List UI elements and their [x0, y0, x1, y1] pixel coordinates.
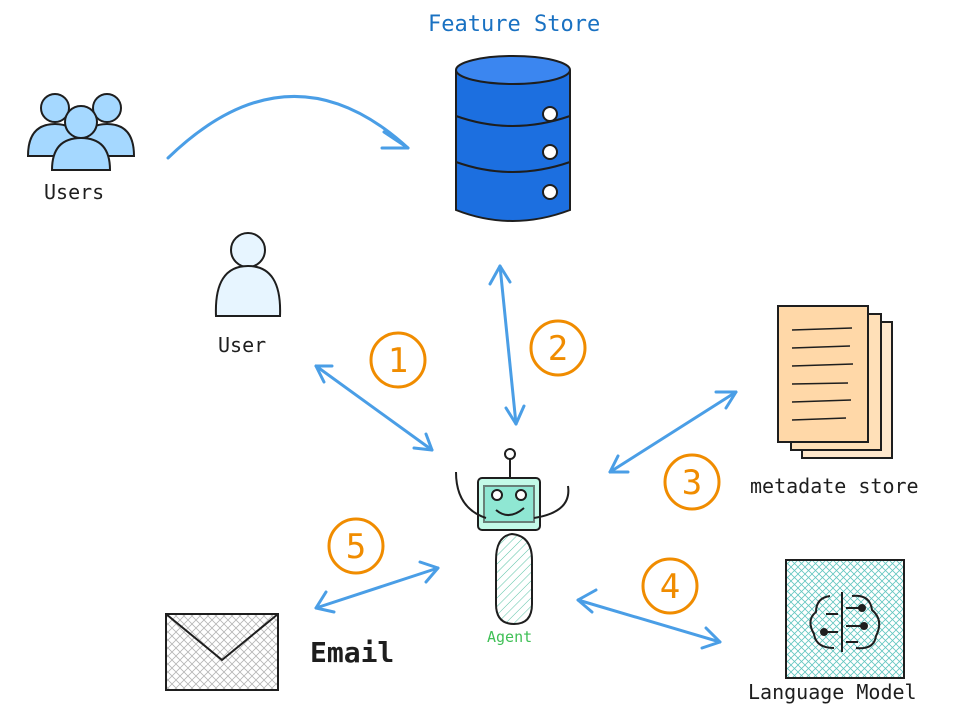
arrow-metadata-agent-head-agent: [608, 454, 630, 474]
arrow-email-agent-head-email: [314, 590, 336, 614]
step-number: 4: [660, 567, 680, 607]
feature-store-label: Feature Store: [428, 12, 601, 37]
step-number: 1: [388, 341, 408, 381]
arrow-email-agent: [314, 566, 440, 610]
step-marker-5: 5: [327, 517, 385, 575]
arrow-user-agent-head-agent: [412, 432, 434, 452]
arrow-llm-agent-head-llm: [700, 626, 722, 650]
step-marker-2: 2: [529, 319, 587, 377]
step-number: 3: [682, 463, 702, 503]
robot-icon: [455, 448, 570, 626]
users-group-icon: [26, 93, 136, 171]
arrow-metadata-agent: [608, 390, 738, 474]
arrow-llm-agent-head-agent: [576, 588, 598, 614]
arrow-email-agent-head-agent: [418, 560, 440, 584]
arrows: [166, 95, 738, 650]
language-model-label: Language Model: [748, 680, 917, 704]
metadata-store-label: metadate store: [750, 474, 919, 498]
arrow-users-to-feature-store: [166, 95, 410, 160]
user-icon: [214, 232, 282, 317]
arrow-feature-store-agent-head-bottom: [504, 404, 526, 426]
step-marker-3: 3: [663, 453, 721, 511]
arrow-users-to-feature-store-head: [380, 130, 410, 150]
arrow-user-agent-head-user: [314, 364, 334, 384]
neural-chip-icon: [785, 559, 905, 679]
step-number: 5: [346, 527, 366, 567]
step-marker-1: 1: [369, 331, 427, 389]
database-icon: [455, 55, 571, 222]
arrow-feature-store-agent-head-top: [488, 264, 512, 286]
arrow-llm-agent: [576, 598, 722, 644]
envelope-icon: [165, 613, 279, 691]
email-label: Email: [310, 636, 395, 669]
user-label: User: [218, 333, 267, 357]
agent-label: Agent: [487, 628, 533, 646]
users-label: Users: [44, 180, 105, 204]
arrow-user-agent: [314, 364, 434, 452]
step-number: 2: [548, 329, 568, 369]
step-marker-4: 4: [641, 557, 699, 615]
arrow-feature-store-agent: [498, 264, 518, 426]
documents-icon: [777, 305, 893, 459]
arrow-metadata-agent-head-meta: [714, 390, 738, 410]
